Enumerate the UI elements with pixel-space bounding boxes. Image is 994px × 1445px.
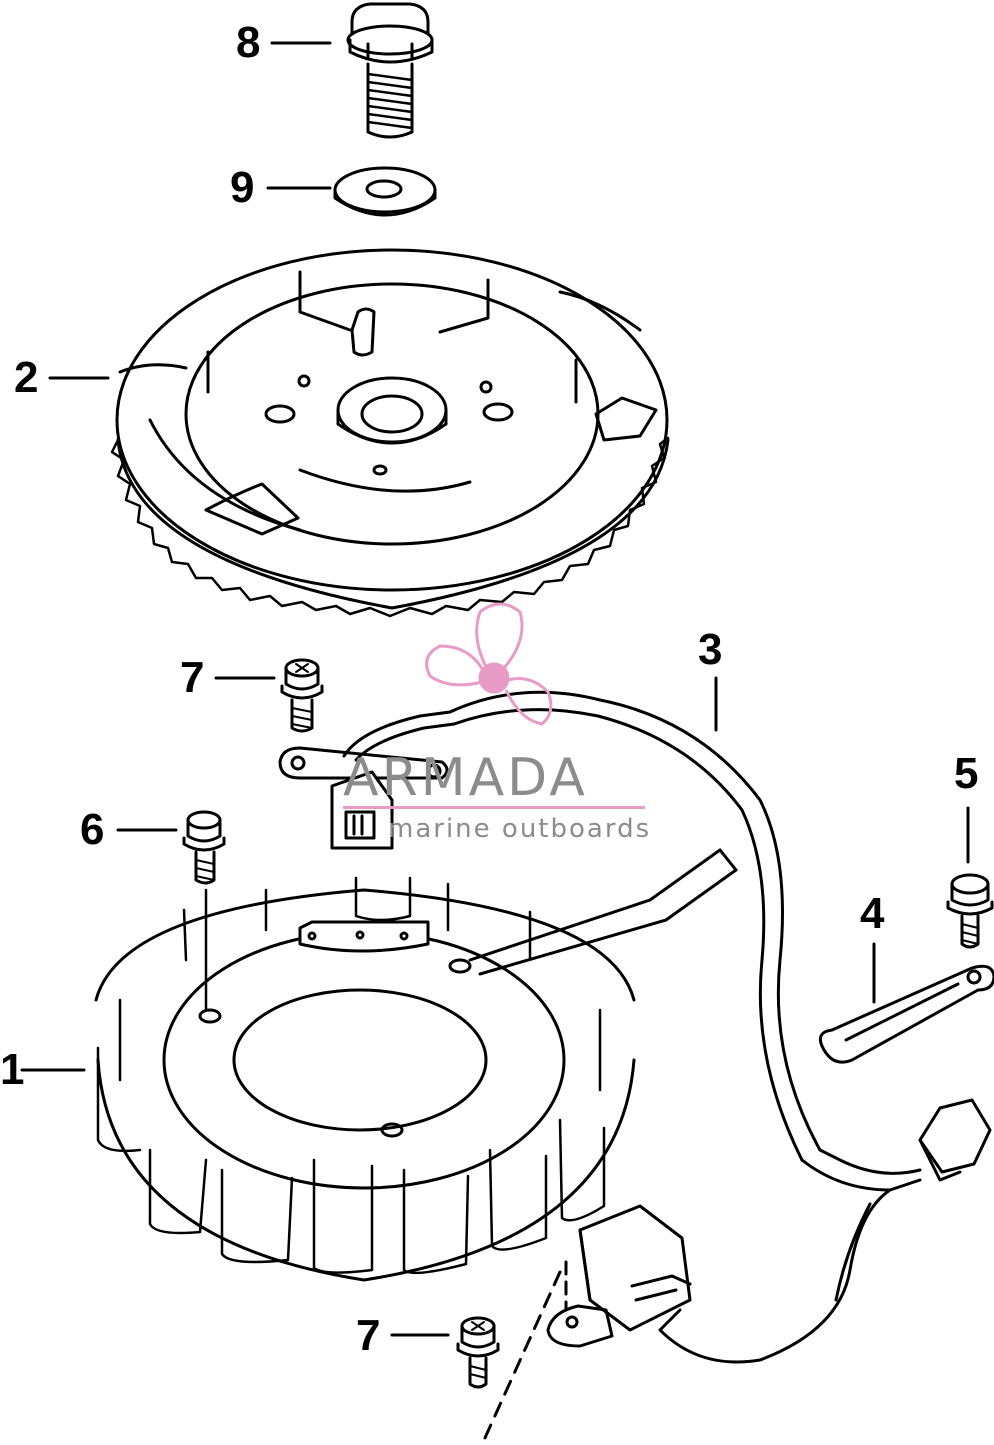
callout-label: 6 — [80, 805, 105, 854]
harness — [278, 690, 992, 1364]
callout-label: 7 — [356, 1311, 381, 1360]
callout-label: 2 — [14, 353, 39, 402]
callout-label: 1 — [0, 1045, 25, 1094]
screw-top — [280, 658, 324, 733]
watermark-rule — [343, 806, 645, 809]
watermark-title: ARMADA — [343, 748, 588, 808]
callout-label: 3 — [698, 625, 723, 674]
screw-six — [182, 810, 226, 1012]
propeller-logo-icon — [425, 602, 553, 726]
callout-label: 9 — [230, 163, 255, 212]
callout-label: 8 — [236, 18, 261, 67]
connector-bottom — [482, 1204, 692, 1442]
flywheel-bolt — [346, 2, 434, 139]
watermark-subtitle: marine outboards — [388, 814, 652, 844]
callout-label: 4 — [860, 889, 885, 938]
screw-bottom — [456, 1316, 500, 1389]
callout-label: 5 — [954, 749, 979, 798]
screw-five — [946, 873, 994, 949]
ground-strap — [818, 964, 994, 1064]
callout-label: 7 — [180, 653, 205, 702]
flywheel — [110, 248, 670, 618]
stator — [94, 848, 738, 1282]
washer — [333, 166, 437, 217]
